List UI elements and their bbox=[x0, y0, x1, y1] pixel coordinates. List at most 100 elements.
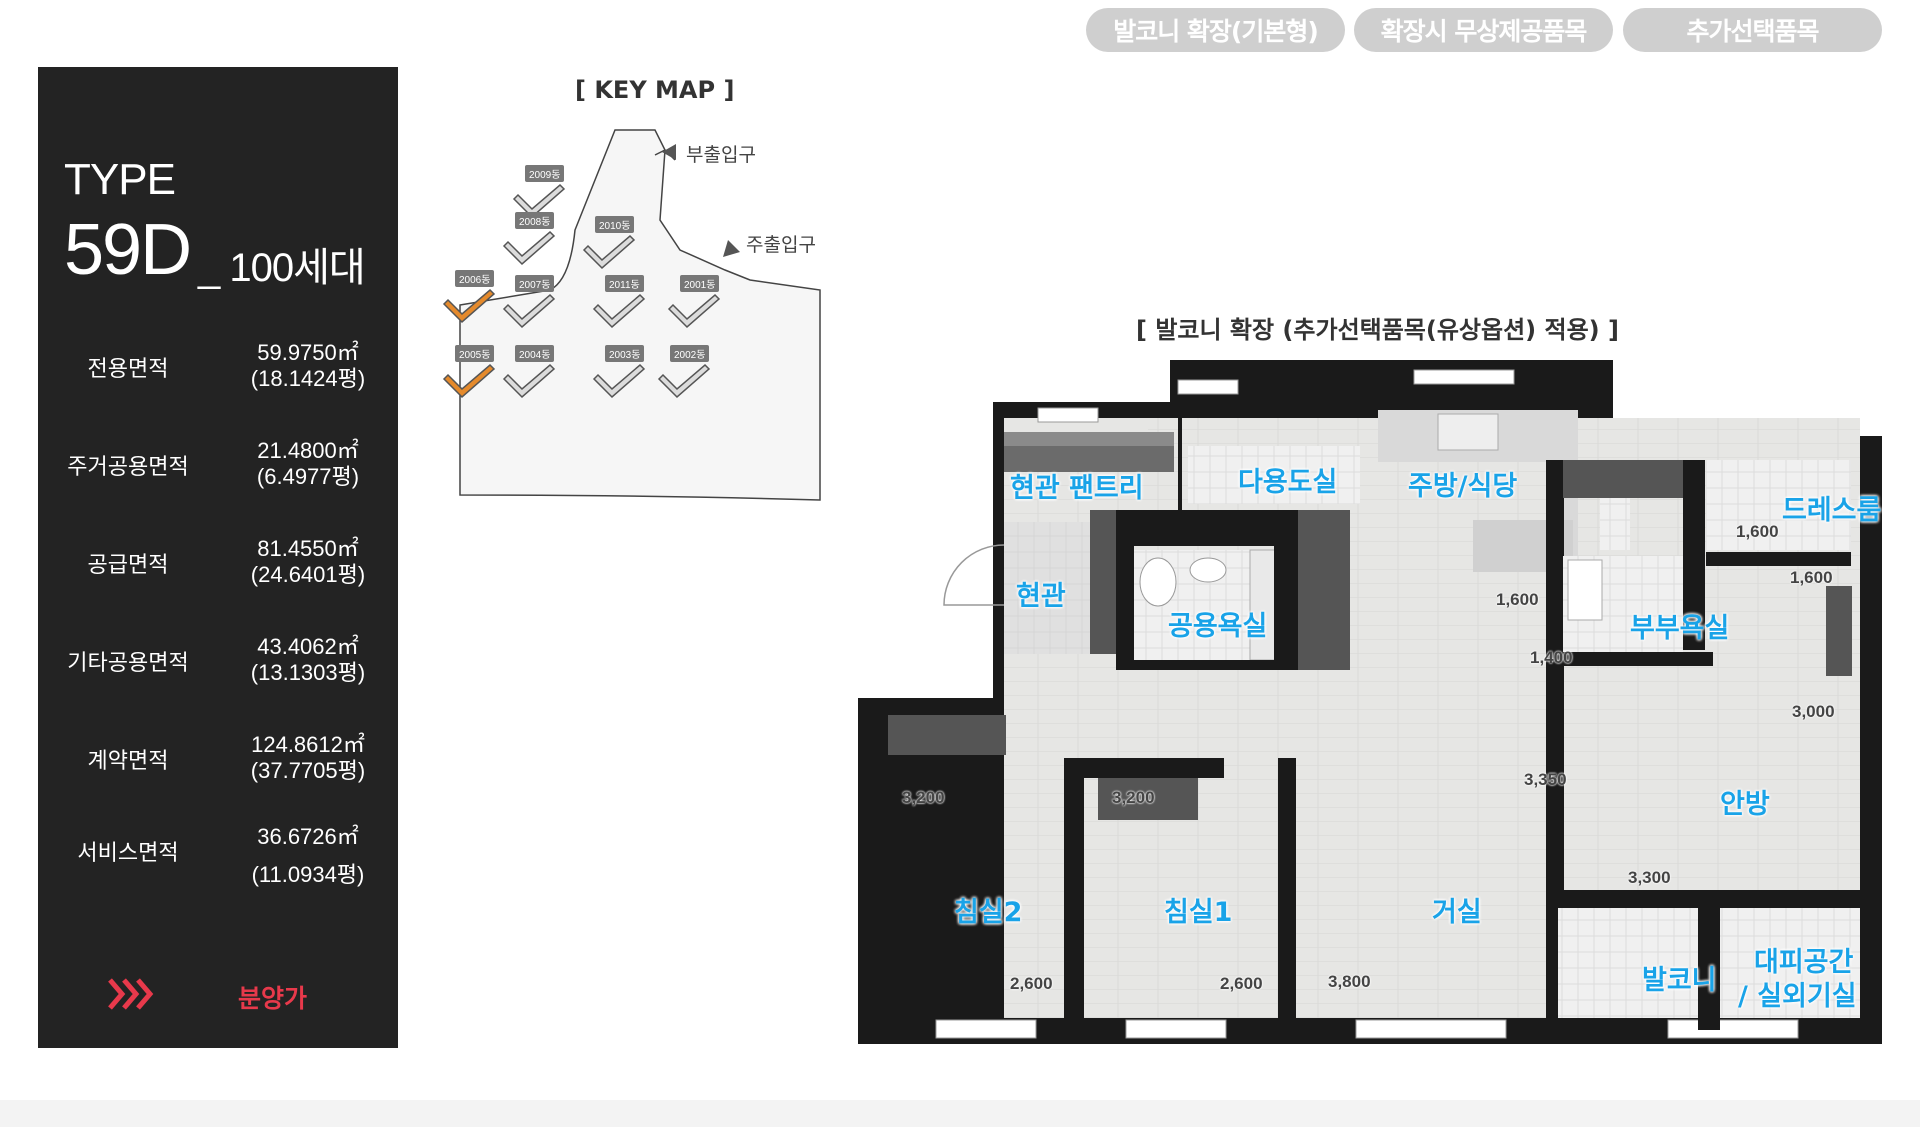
area-sqm: 59.9750㎡ bbox=[257, 340, 359, 365]
floor-plan-drawing bbox=[858, 360, 1882, 1044]
type-label: TYPE bbox=[64, 155, 176, 204]
room-outdoor-unit: / 실외기실 bbox=[1738, 981, 1857, 1012]
room-evacuation-space: 대피공간 bbox=[1754, 947, 1854, 978]
building-number: 2004동 bbox=[515, 345, 555, 362]
area-pyeong: (37.7705평) bbox=[250, 758, 366, 783]
room-dressroom: 드레스룸 bbox=[1782, 495, 1882, 526]
building-icon bbox=[592, 363, 646, 399]
option-tabs: 발코니 확장(기본형) 확장시 무상제공품목 추가선택품목 bbox=[1086, 8, 1886, 52]
building-marker: 2004동 bbox=[495, 345, 575, 415]
area-sqm: 81.4550㎡ bbox=[257, 536, 359, 561]
price-link[interactable]: 분양가 bbox=[238, 984, 308, 1013]
room-master-bedroom: 안방 bbox=[1720, 789, 1770, 820]
area-label: 계약면적 bbox=[87, 749, 169, 774]
sub-entrance-label: 부출입구 bbox=[686, 144, 756, 166]
building-number: 2003동 bbox=[605, 345, 645, 362]
building-marker: 2001동 bbox=[660, 275, 740, 345]
type-code: 59D bbox=[64, 210, 192, 290]
room-bedroom-2: 침실2 bbox=[954, 897, 1023, 928]
area-label: 주거공용면적 bbox=[67, 455, 189, 480]
building-number: 2001동 bbox=[680, 275, 720, 292]
dimension-label: 1,400 bbox=[1530, 648, 1573, 667]
dimension-label: 3,800 bbox=[1328, 972, 1371, 991]
building-icon bbox=[657, 363, 711, 399]
building-number: 2006동 bbox=[455, 270, 495, 287]
area-row-other-common: 기타공용면적 43.4062㎡ (13.1303평) bbox=[38, 623, 398, 703]
household-count: _ 100세대 bbox=[198, 246, 366, 290]
building-icon bbox=[502, 230, 556, 266]
arrow-left-icon bbox=[662, 144, 676, 160]
tab-extra-options[interactable]: 추가선택품목 bbox=[1623, 8, 1882, 52]
area-label: 기타공용면적 bbox=[67, 651, 189, 676]
room-living: 거실 bbox=[1432, 897, 1482, 928]
area-row-exclusive: 전용면적 59.9750㎡ (18.1424평) bbox=[38, 329, 398, 409]
area-row-residential-common: 주거공용면적 21.4800㎡ (6.4977평) bbox=[38, 427, 398, 507]
area-pyeong: (24.6401평) bbox=[250, 562, 366, 587]
room-common-bath: 공용욕실 bbox=[1168, 611, 1268, 642]
room-master-bath: 부부욕실 bbox=[1630, 613, 1730, 644]
area-label: 전용면적 bbox=[87, 357, 169, 382]
dimension-label: 1,600 bbox=[1496, 590, 1539, 609]
building-marker: 2007동 bbox=[495, 275, 575, 345]
area-label: 서비스면적 bbox=[77, 841, 179, 866]
arrow-down-left-icon bbox=[723, 240, 740, 257]
bottom-bar bbox=[0, 1100, 1920, 1127]
building-icon bbox=[667, 293, 721, 329]
main-entrance-label: 주출입구 bbox=[746, 234, 816, 256]
building-marker: 2009동 bbox=[505, 165, 585, 235]
building-icon bbox=[502, 363, 556, 399]
dimension-label: 3,300 bbox=[1628, 868, 1671, 887]
room-balcony: 발코니 bbox=[1642, 965, 1717, 996]
room-utility: 다용도실 bbox=[1238, 467, 1338, 498]
room-kitchen-dining: 주방/식당 bbox=[1408, 471, 1518, 502]
building-marker: 2008동 bbox=[495, 212, 575, 282]
unit-info-panel: TYPE 59D _ 100세대 전용면적 59.9750㎡ (18.1424평… bbox=[38, 67, 398, 1048]
area-pyeong: (11.0934평) bbox=[251, 862, 365, 887]
dimension-label: 3,350 bbox=[1524, 770, 1567, 789]
area-row-service: 서비스면적 36.6726㎡ (11.0934평) bbox=[38, 813, 398, 893]
dimension-label: 1,600 bbox=[1790, 568, 1833, 587]
key-map: 부출입구 주출입구 2009동 2008동 2010동 2006동 2007동 2011동… bbox=[442, 110, 830, 510]
dimension-label: 2,600 bbox=[1010, 974, 1053, 993]
area-row-supply: 공급면적 81.4550㎡ (24.6401평) bbox=[38, 525, 398, 605]
floor-plan: 현관 팬트리 다용도실 주방/식당 드레스룸 현관 공용욕실 부부욕실 안방 침… bbox=[858, 360, 1882, 1044]
building-marker: 2003동 bbox=[585, 345, 665, 415]
building-marker: 2011동 bbox=[585, 275, 665, 345]
area-sqm: 43.4062㎡ bbox=[257, 634, 359, 659]
dimension-label: 3,200 bbox=[902, 788, 945, 807]
building-icon bbox=[442, 363, 496, 399]
building-icon bbox=[592, 293, 646, 329]
area-pyeong: (13.1303평) bbox=[250, 660, 366, 685]
area-sqm: 124.8612㎡ bbox=[251, 732, 365, 757]
building-marker: 2006동 bbox=[435, 270, 515, 340]
area-sqm: 36.6726㎡ bbox=[257, 824, 359, 849]
building-number: 2002동 bbox=[670, 345, 710, 362]
room-bedroom-1: 침실1 bbox=[1164, 897, 1233, 928]
area-label: 공급면적 bbox=[87, 553, 169, 578]
building-icon bbox=[442, 288, 496, 324]
dimension-label: 3,000 bbox=[1792, 702, 1835, 721]
building-icon bbox=[582, 234, 636, 270]
building-marker: 2002동 bbox=[650, 345, 730, 415]
building-marker: 2010동 bbox=[575, 216, 655, 286]
chevron-right-icon bbox=[108, 978, 154, 1010]
room-entrance: 현관 bbox=[1016, 581, 1066, 612]
dimension-label: 1,600 bbox=[1736, 522, 1779, 541]
area-row-contract: 계약면적 124.8612㎡ (37.7705평) bbox=[38, 721, 398, 801]
building-number: 2011동 bbox=[605, 275, 644, 292]
area-pyeong: (6.4977평) bbox=[256, 464, 360, 489]
building-number: 2008동 bbox=[515, 212, 555, 229]
building-number: 2009동 bbox=[525, 165, 565, 182]
area-pyeong: (18.1424평) bbox=[250, 366, 366, 391]
dimension-label: 3,200 bbox=[1112, 788, 1155, 807]
building-icon bbox=[502, 293, 556, 329]
building-number: 2005동 bbox=[455, 345, 495, 362]
keymap-title: [ KEY MAP ] bbox=[575, 76, 735, 104]
area-sqm: 21.4800㎡ bbox=[257, 438, 359, 463]
tab-free-items[interactable]: 확장시 무상제공품목 bbox=[1354, 8, 1613, 52]
tab-balcony-basic[interactable]: 발코니 확장(기본형) bbox=[1086, 8, 1345, 52]
building-number: 2010동 bbox=[595, 216, 635, 233]
plan-title: [ 발코니 확장 (추가선택품목(유상옵션) 적용) ] bbox=[1136, 316, 1619, 344]
dimension-label: 2,600 bbox=[1220, 974, 1263, 993]
building-number: 2007동 bbox=[515, 275, 555, 292]
